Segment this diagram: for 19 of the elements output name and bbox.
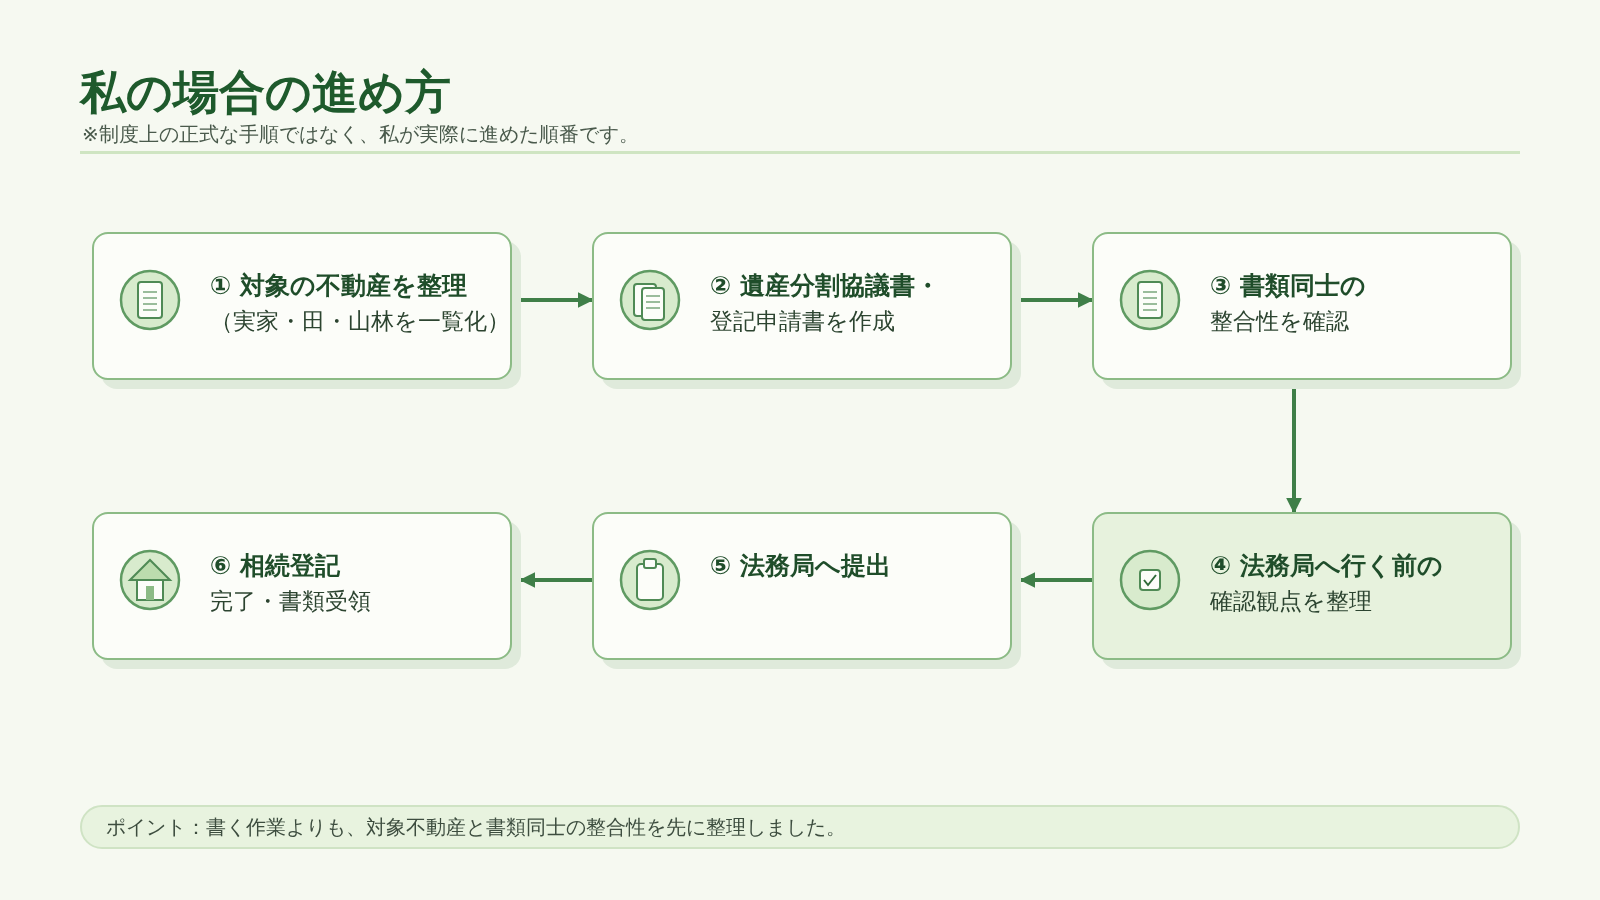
- step-title: ⑥ 相続登記: [210, 550, 341, 582]
- step-description: 登記申請書を作成: [710, 307, 896, 336]
- arrow: [519, 572, 592, 588]
- subtitle: ※制度上の正式な手順ではなく、私が実際に進めた順番です。: [82, 121, 639, 148]
- arrow: [521, 292, 594, 308]
- step-title: ⑤ 法務局へ提出: [710, 550, 892, 582]
- step-description: 完了・書類受領: [210, 587, 372, 616]
- note-bar: ポイント：書く作業よりも、対象不動産と書類同士の整合性を先に整理しました。: [80, 805, 1520, 849]
- arrow: [1021, 292, 1094, 308]
- step-description: 確認観点を整理: [1210, 587, 1373, 616]
- step-title: ① 対象の不動産を整理: [210, 270, 468, 302]
- step-description: 整合性を確認: [1210, 307, 1350, 336]
- arrow: [1019, 572, 1092, 588]
- arrow: [1286, 389, 1302, 514]
- step-title: ④ 法務局へ行く前の: [1210, 550, 1444, 582]
- title: 私の場合の進め方: [80, 64, 451, 121]
- step-title: ③ 書類同士の: [1210, 270, 1367, 302]
- step-description: （実家・田・山林を一覧化）: [210, 307, 502, 336]
- step-title: ② 遺産分割協議書・: [710, 270, 941, 302]
